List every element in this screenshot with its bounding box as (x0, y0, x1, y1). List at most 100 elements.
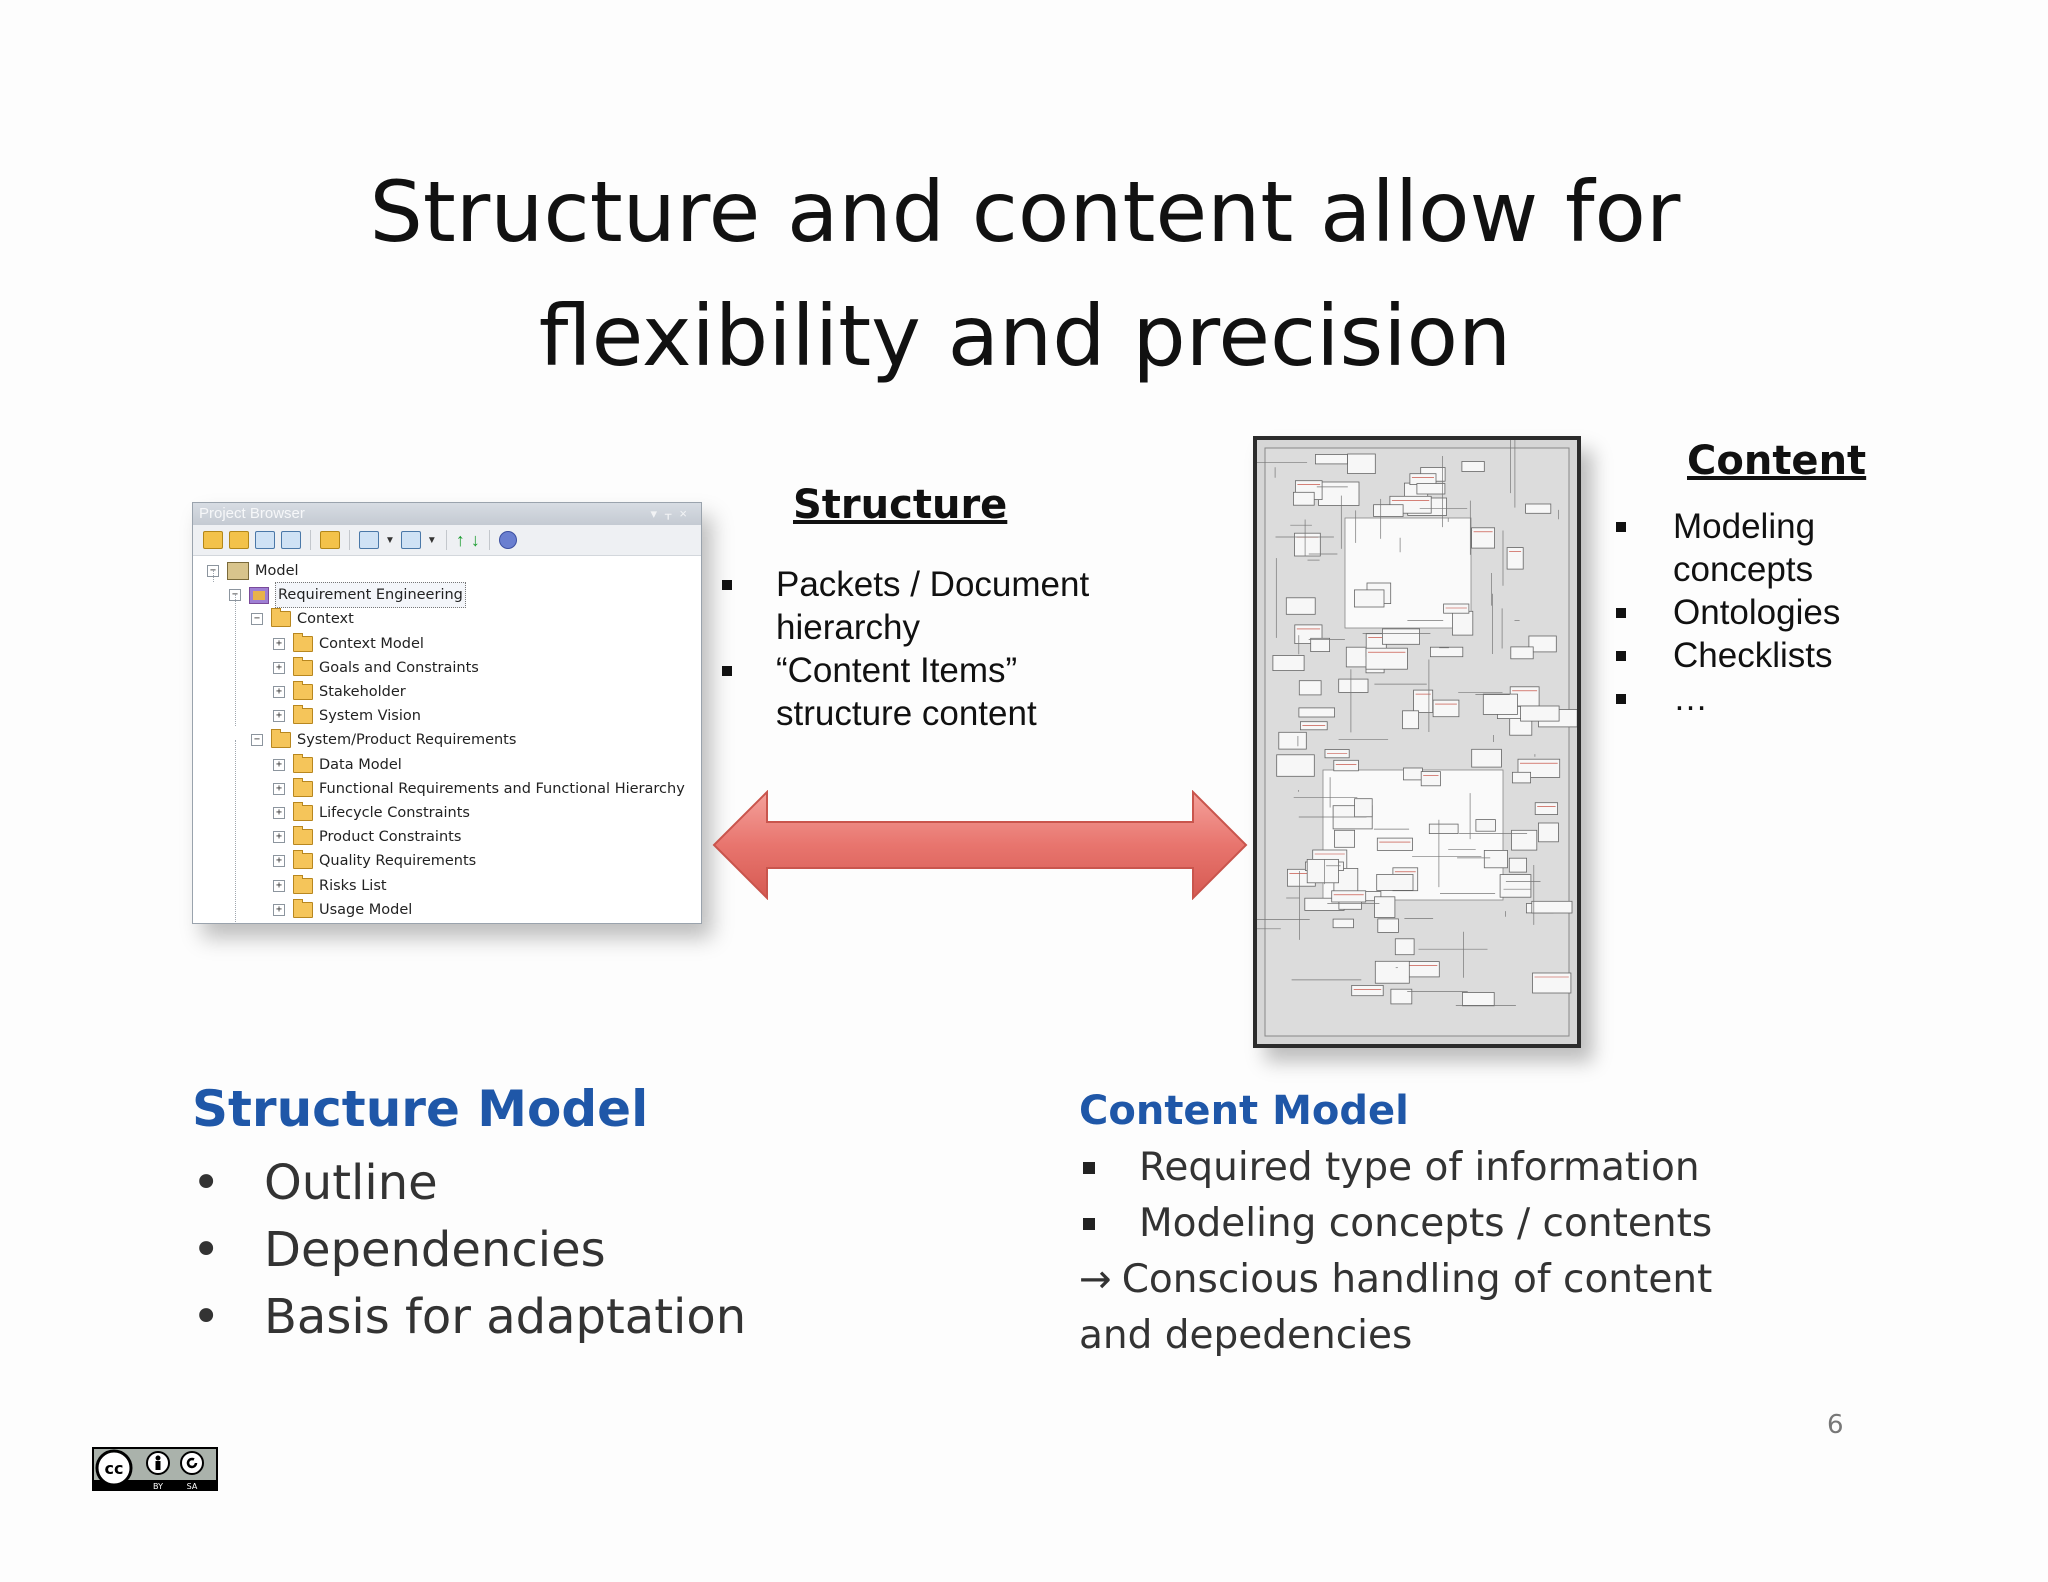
project-browser-toolbar: ▼ ▼ ↑ ↓ (193, 525, 701, 556)
folder-icon (293, 850, 313, 870)
tree-item[interactable]: −Model (207, 559, 299, 583)
bullet-square-icon (1616, 608, 1626, 618)
diagram-class-box (1461, 992, 1495, 1007)
diagram-class-box (1382, 628, 1421, 645)
content-bullets: Modeling concepts Ontologies Checklists … (1616, 505, 1840, 720)
tree-item[interactable]: +Goals and Constraints (273, 656, 479, 680)
tree-item-label: Stakeholder (319, 684, 406, 700)
tree-item[interactable]: + Stakeholder (273, 680, 406, 704)
cc-by-sa-license-icon: cc BY SA (92, 1447, 218, 1491)
pin-icon[interactable]: ᚁ (665, 506, 680, 521)
new-element-icon[interactable] (281, 531, 301, 549)
tree-item[interactable]: +Data Model (273, 753, 402, 777)
content-model-item-label: Required type of information (1139, 1145, 1700, 1190)
expand-icon[interactable]: + (273, 855, 285, 868)
project-browser-title: Project Browser (199, 505, 305, 522)
tree-connector-line (235, 740, 236, 923)
structure-bullet-1-line-2: hierarchy (776, 608, 920, 647)
diagram-class-box (1413, 689, 1434, 713)
structure-model-title: Structure Model (192, 1080, 649, 1138)
content-bullet-2: Ontologies (1616, 591, 1840, 634)
tree-item-label: Context Model (319, 635, 424, 652)
diagram-class-box (1377, 918, 1399, 933)
toolbar-separator (445, 530, 447, 550)
bullet-square-icon (1616, 522, 1626, 532)
diagram-class-box (1374, 896, 1396, 918)
expand-icon[interactable]: + (273, 831, 285, 844)
diagram-class-box (1334, 829, 1356, 848)
expand-icon[interactable]: + (273, 782, 285, 795)
bullet-dot-icon: • (192, 1222, 221, 1278)
chevron-down-icon[interactable]: ▼ (385, 534, 395, 546)
diagram-class-box (1471, 748, 1502, 768)
move-down-icon[interactable]: ↓ (470, 529, 480, 550)
tree-item[interactable]: + Lifecycle Constraints (273, 801, 470, 825)
collapse-icon[interactable]: − (251, 613, 263, 626)
model-icon (227, 562, 249, 580)
expand-icon[interactable]: + (273, 637, 285, 650)
new-model-icon[interactable] (203, 531, 223, 549)
diagram-class-box (1506, 547, 1524, 570)
expand-icon[interactable]: + (273, 710, 285, 723)
tree-item[interactable]: +Usage Model (273, 898, 412, 922)
folder-icon (271, 608, 291, 628)
tree-connector-line (235, 594, 236, 726)
tree-item-label: System/Product Requirements (297, 732, 517, 749)
tree-item-label: Lifecycle Constraints (319, 805, 470, 821)
tree-item[interactable]: +Quality Requirements (273, 849, 476, 873)
expand-icon[interactable]: + (273, 661, 285, 674)
diagram-class-box (1298, 707, 1336, 718)
content-model-conclusion: → Conscious handling of content (1079, 1252, 1712, 1308)
package-icon (249, 586, 269, 604)
tree-item[interactable]: +Functional Requirements and Functional … (273, 777, 685, 801)
diagram-class-box (1365, 647, 1408, 670)
structure-bullet-1-line-1: Packets / Document (776, 565, 1090, 604)
diagram-class-box (1416, 483, 1446, 495)
diagram-class-box (1310, 637, 1331, 653)
expand-icon[interactable]: + (273, 686, 285, 698)
expand-icon[interactable]: + (273, 879, 285, 892)
new-diagram-icon[interactable] (255, 531, 275, 549)
chevron-down-icon[interactable]: ▼ (426, 534, 437, 546)
diagram-class-box (1374, 960, 1410, 984)
find-icon[interactable] (320, 531, 340, 549)
bullet-square-icon (1616, 651, 1626, 661)
tree-item[interactable]: +Product Constraints (273, 825, 461, 849)
diagram-class-box (1402, 767, 1423, 781)
expand-icon[interactable]: + (273, 903, 285, 916)
dropdown-icon[interactable]: ▾ (650, 506, 665, 521)
structure-model-item-label: Basis for adaptation (264, 1289, 747, 1345)
window-controls: ▾ᚁ× (650, 503, 695, 525)
tree-item[interactable]: −Requirement Engineering (229, 582, 466, 609)
diagram-class-box (1510, 646, 1534, 660)
help-icon[interactable] (498, 531, 517, 549)
tree-item[interactable]: +Risks List (273, 874, 387, 898)
tree-item[interactable]: −Context (251, 607, 354, 631)
structure-model-item: •Basis for adaptation (192, 1284, 746, 1351)
diagram-class-box (1347, 453, 1376, 475)
content-model-conclusion-line-1: Conscious handling of content (1121, 1257, 1713, 1302)
tree-item[interactable]: + Context Model (273, 632, 424, 656)
document-icon[interactable] (359, 531, 379, 549)
folder-icon (293, 656, 313, 676)
folder-icon (293, 802, 313, 821)
report-icon[interactable] (400, 531, 421, 549)
new-package-icon[interactable] (229, 531, 249, 549)
bullet-square-icon (722, 580, 732, 590)
structure-bullets: Packets / Document hierarchy “Content It… (722, 563, 1089, 735)
tree-item[interactable]: − System/Product Requirements (251, 728, 516, 752)
diagram-class-box (1315, 454, 1349, 465)
diagram-class-box (1483, 849, 1508, 869)
close-icon[interactable]: × (679, 506, 695, 521)
diagram-class-box (1285, 597, 1316, 615)
expand-icon[interactable]: + (273, 758, 285, 771)
diagram-class-box (1373, 504, 1404, 517)
tree-item[interactable]: +System Vision (273, 704, 421, 728)
expand-icon[interactable]: + (273, 807, 285, 819)
diagram-class-box (1294, 532, 1321, 557)
collapse-icon[interactable]: − (251, 734, 263, 747)
bullet-square-icon (1616, 694, 1626, 704)
diagram-class-box (1318, 481, 1360, 506)
move-up-icon[interactable]: ↑ (455, 529, 465, 550)
by-text: BY (153, 1482, 163, 1491)
